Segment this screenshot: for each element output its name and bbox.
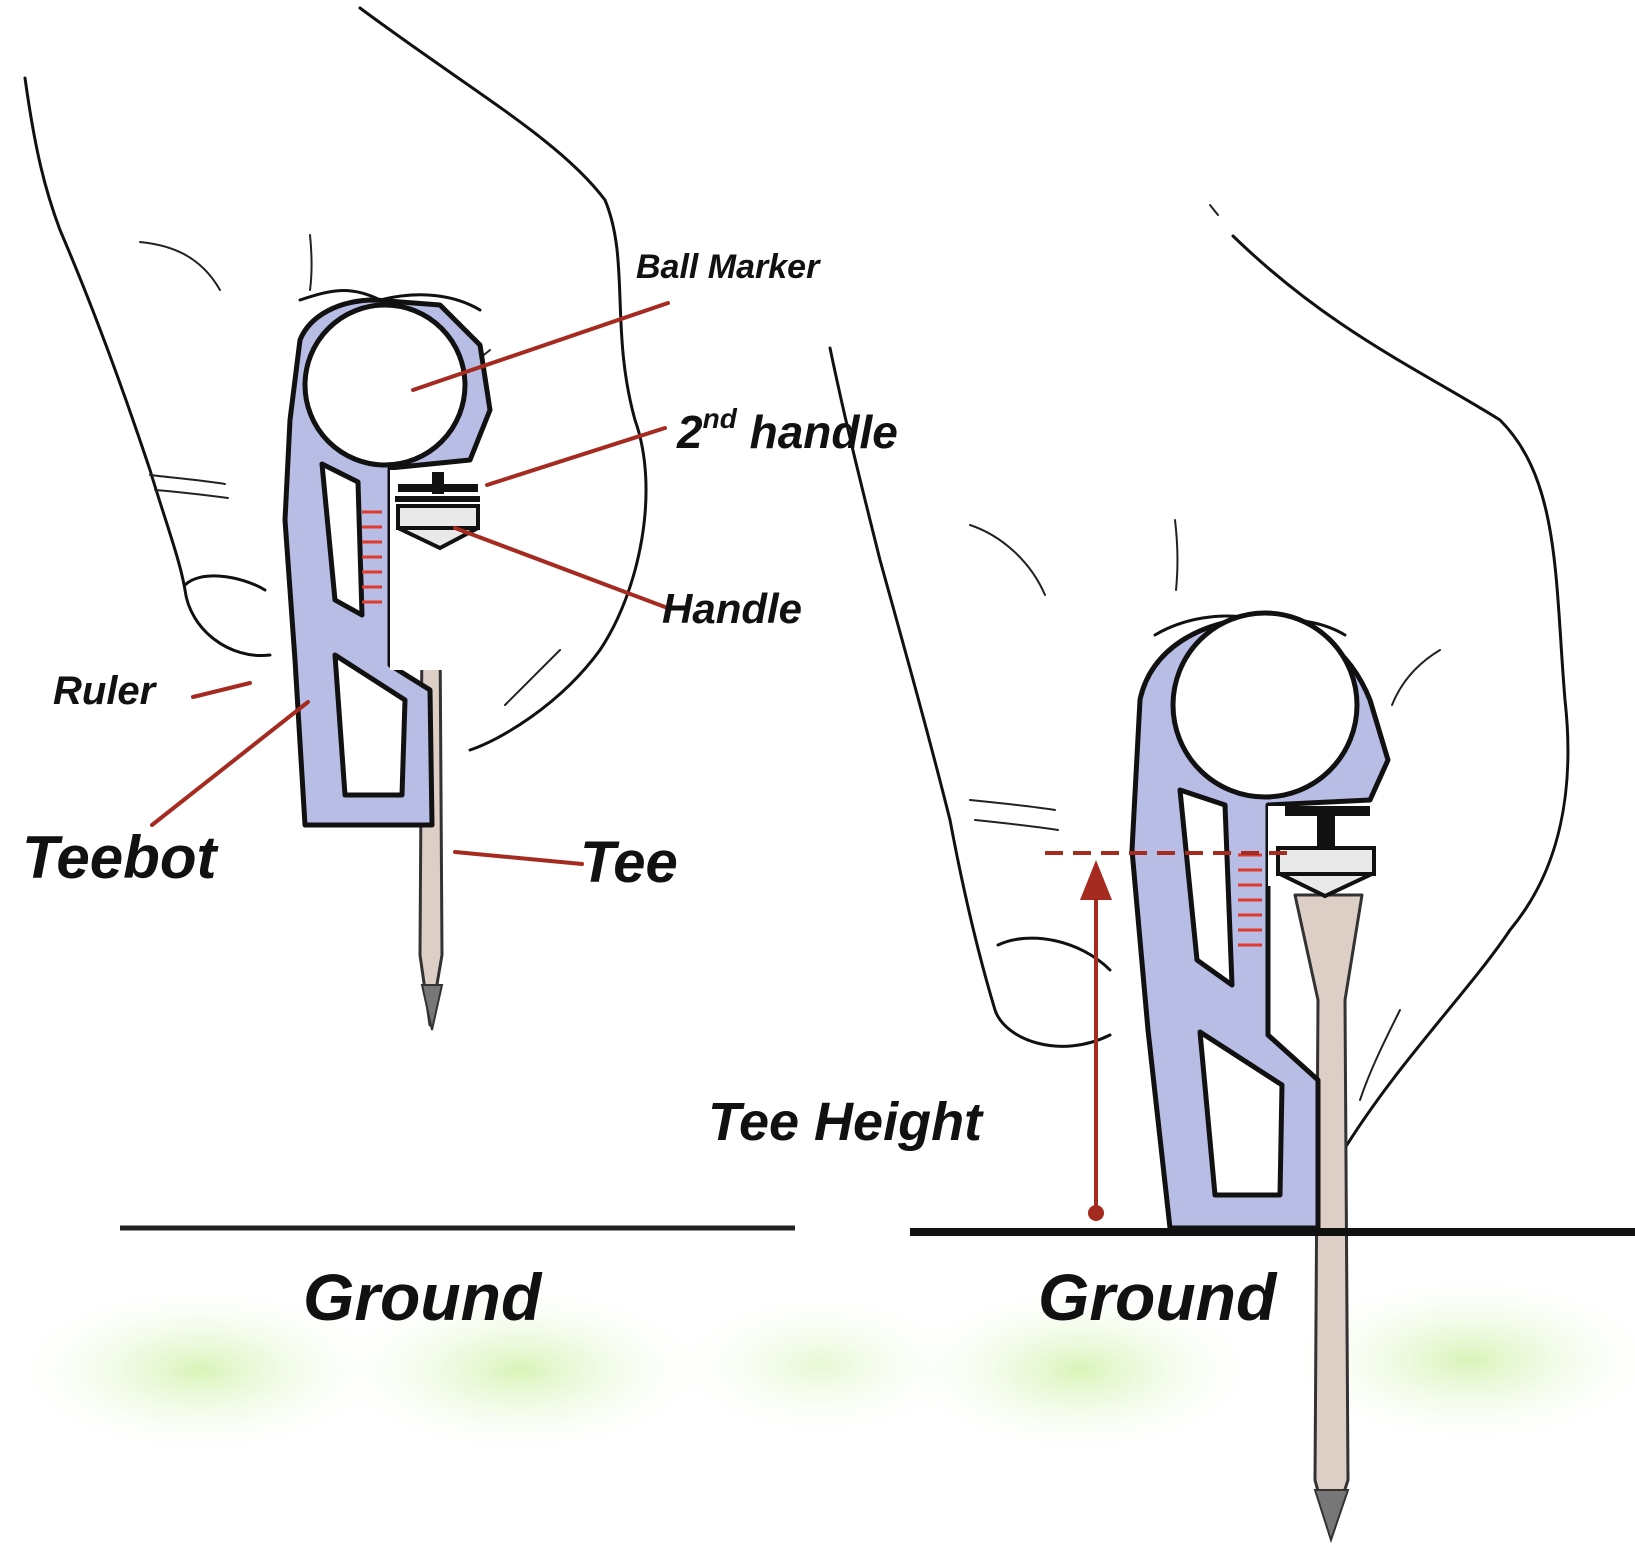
left-ruler-ticks <box>362 510 382 604</box>
second-handle-label-sup: nd <box>703 403 738 434</box>
right-ball-marker <box>1170 610 1360 800</box>
right-handle <box>1276 846 1376 899</box>
right-ruler-ticks <box>1238 853 1262 947</box>
tee-label: Tee <box>580 830 678 895</box>
tee-height-indicator <box>1045 851 1288 1221</box>
ground-right-label: Ground <box>1038 1260 1278 1334</box>
second-handle-label-prefix: 2 <box>676 406 703 458</box>
handle-label: Handle <box>662 585 802 632</box>
left-handle <box>396 504 480 551</box>
tee-height-label: Tee Height <box>708 1092 984 1152</box>
teebot-label: Teebot <box>22 824 219 891</box>
left-leader-lines <box>150 301 670 866</box>
grass-glow <box>0 1270 1635 1460</box>
left-ball-marker <box>302 302 468 468</box>
ruler-label: Ruler <box>53 669 158 713</box>
ball-marker-label: Ball Marker <box>636 248 821 286</box>
left-second-handle <box>395 472 480 502</box>
right-teebot-body <box>1129 610 1391 1231</box>
left-illustration: Ball Marker 2nd handle Handle Ruler Teeb… <box>22 6 898 1334</box>
second-handle-label-suffix: handle <box>737 406 898 458</box>
left-hand-outline <box>23 6 648 752</box>
second-handle-label: 2nd handle <box>676 403 898 458</box>
right-illustration: Tee Height Ground <box>708 204 1635 1544</box>
left-teebot-body <box>282 297 493 828</box>
right-second-handle <box>1285 806 1370 850</box>
ground-left-label: Ground <box>303 1260 543 1334</box>
